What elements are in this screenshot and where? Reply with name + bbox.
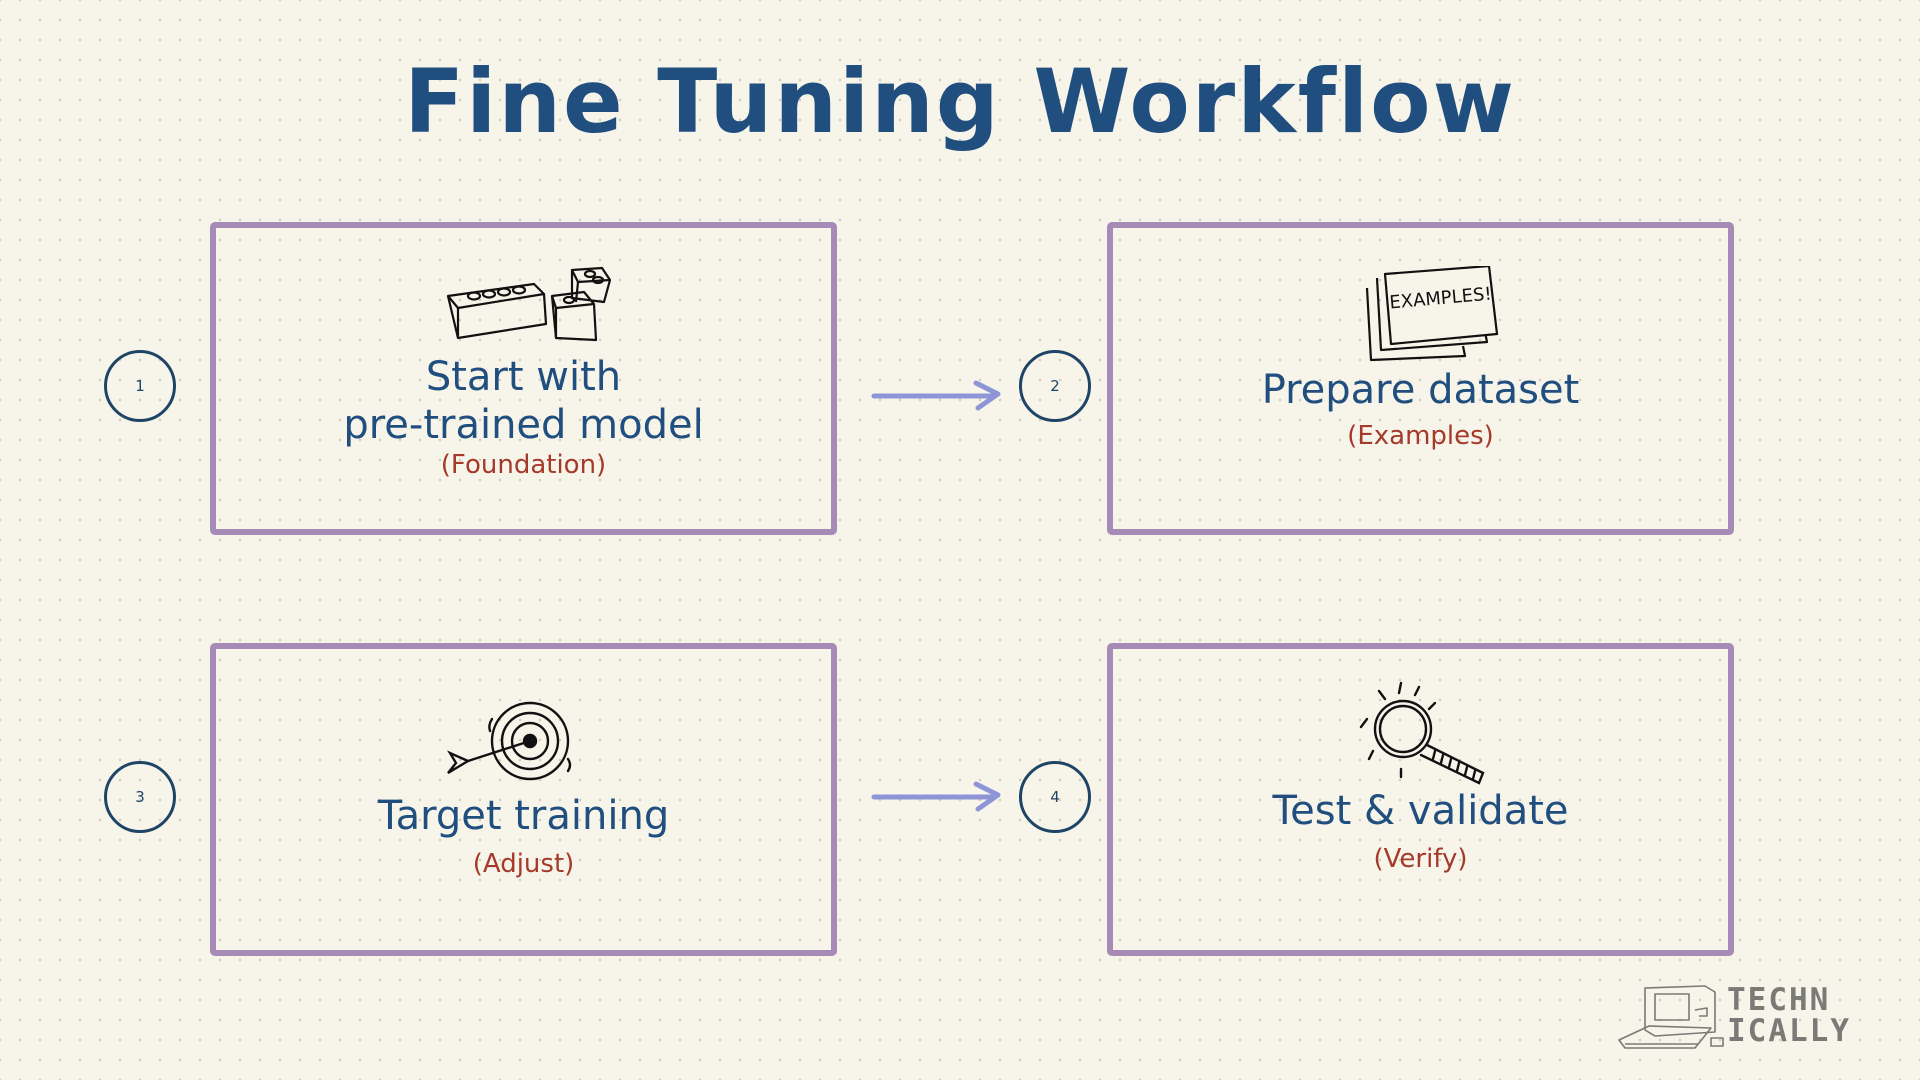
step-card-4-text: Test & validate (Verify) (1113, 787, 1728, 875)
step-number-label: 1 (135, 377, 145, 395)
step-number-label: 2 (1050, 377, 1060, 395)
step-card-1-text: Start with pre-trained model (Foundation… (216, 353, 831, 481)
step-label: Prepare dataset (1261, 367, 1580, 413)
step-card-2: EXAMPLES! Prepare dataset (Examples) (1107, 222, 1734, 535)
step-card-4: Test & validate (Verify) (1107, 643, 1734, 956)
step-card-2-text: Prepare dataset (Examples) (1113, 366, 1728, 452)
step-label: Test & validate (1272, 788, 1569, 834)
example-cards-icon: EXAMPLES! (1365, 266, 1499, 362)
step-card-3-text: Target training (Adjust) (216, 792, 831, 880)
step-sublabel: (Adjust) (472, 849, 575, 879)
arrow-right-icon (871, 380, 1001, 411)
step-number-3: 3 (104, 761, 176, 833)
magnifying-glass-icon (1359, 681, 1485, 785)
step-sublabel: (Examples) (1347, 421, 1494, 451)
step-label: Start with (425, 354, 622, 400)
step-number-4: 4 (1019, 761, 1091, 833)
target-dart-icon (447, 701, 572, 781)
step-sublabel: (Foundation) (440, 450, 607, 480)
step-card-1: Start with pre-trained model (Foundation… (210, 222, 837, 535)
step-label: Target training (377, 793, 670, 839)
technically-logo: TECHN ICALLY (1727, 985, 1851, 1047)
step-sublabel: (Verify) (1373, 844, 1468, 874)
logo-line-1: TECHN (1727, 982, 1831, 1018)
diagram-title: Fine Tuning Workflow (404, 50, 1516, 153)
step-label: pre-trained model (343, 402, 704, 448)
step-card-3: Target training (Adjust) (210, 643, 837, 956)
arrow-right-icon (871, 781, 1001, 812)
step-number-2: 2 (1019, 350, 1091, 422)
step-number-1: 1 (104, 350, 176, 422)
computer-logo-icon (1618, 985, 1724, 1049)
logo-line-2: ICALLY (1727, 1013, 1851, 1049)
step-number-label: 3 (135, 788, 145, 806)
step-number-label: 4 (1050, 788, 1060, 806)
lego-bricks-icon (446, 266, 612, 342)
